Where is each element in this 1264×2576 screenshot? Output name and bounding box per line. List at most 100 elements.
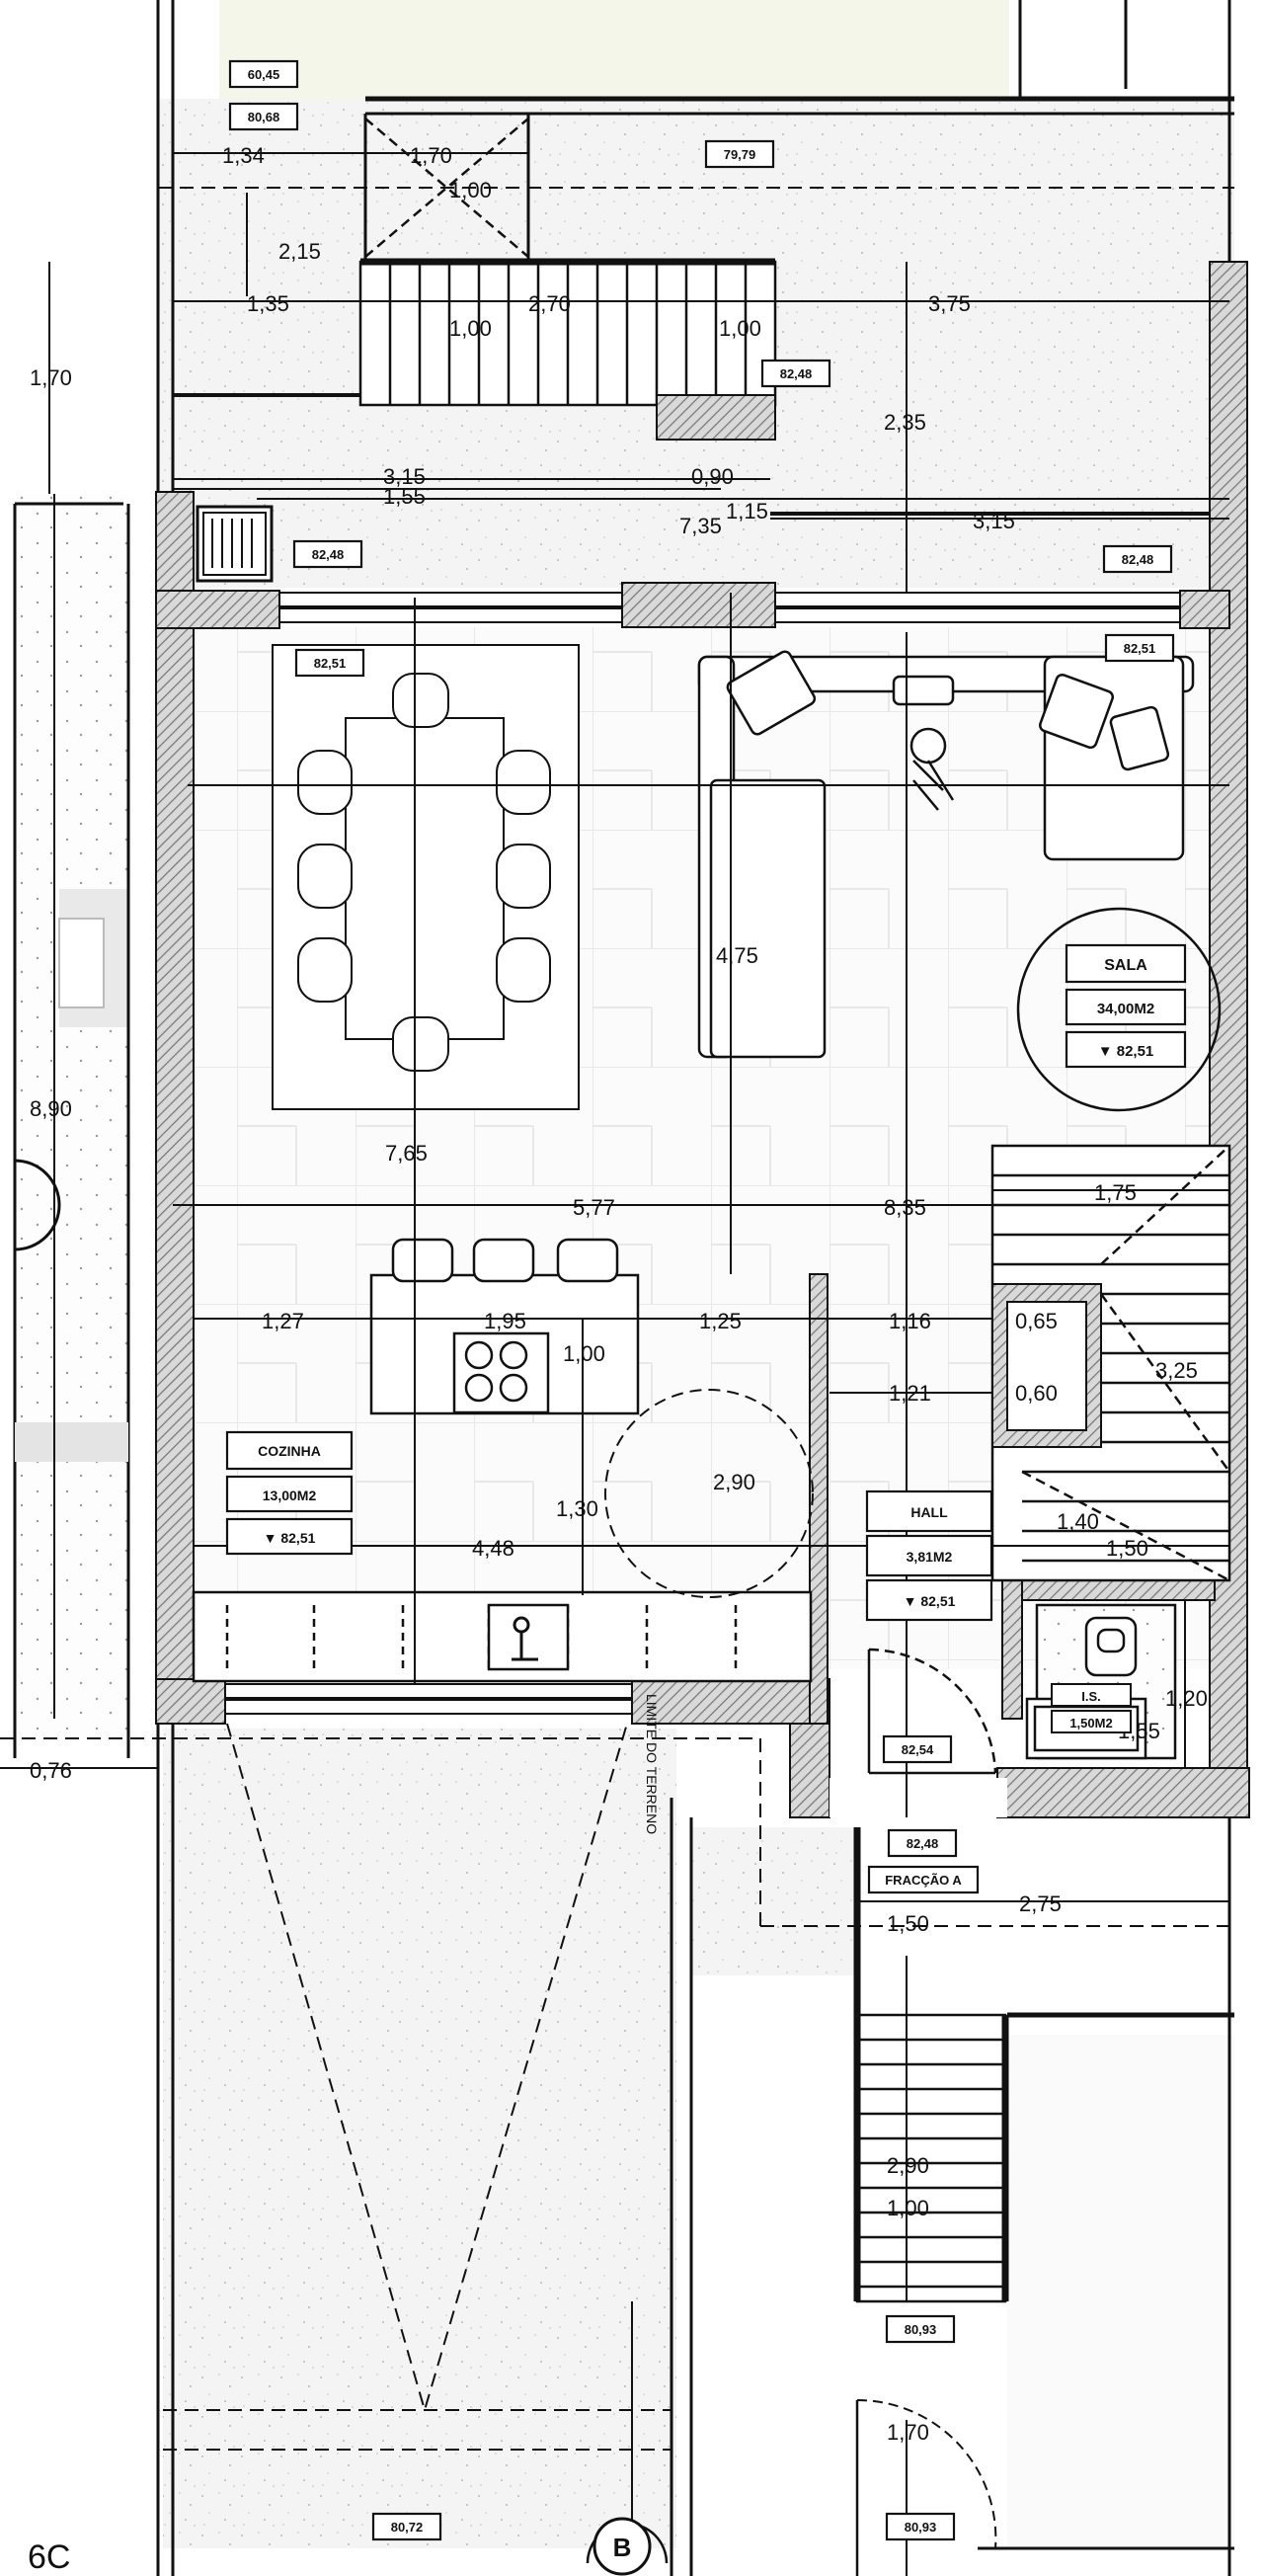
level-tag-landing: 82,48: [760, 359, 831, 388]
dining-chairs: [297, 673, 551, 1072]
dining-table: [272, 644, 580, 1110]
level-tag-terrace-left: 82,48: [292, 539, 363, 569]
svg-text:82,54: 82,54: [902, 1742, 934, 1757]
dim-1-70-b: 1,70: [30, 365, 72, 390]
dim-1-50-b: 1,50: [887, 1911, 929, 1936]
sala-level: ▼ 82,51: [1098, 1043, 1154, 1060]
stair-lower: [853, 1827, 1009, 2303]
dimension-lines: [0, 152, 1229, 2576]
garage-floor: [163, 1729, 676, 2548]
level-tag-top-left-b: 80,68: [228, 102, 299, 131]
ac-unit-icon: [196, 505, 274, 583]
dim-7-35: 7,35: [679, 514, 722, 538]
level-tag-entrance: 82,48: [887, 1828, 958, 1858]
dim-0-76: 0,76: [30, 1758, 72, 1783]
dim-1-00-e: 1,00: [887, 2196, 929, 2220]
svg-text:60,45: 60,45: [248, 67, 280, 82]
dim-1-21: 1,21: [889, 1381, 931, 1406]
room-label-cozinha: COZINHA 13,00M2 ▼ 82,51: [225, 1430, 354, 1556]
dim-1-70-a: 1,70: [410, 143, 452, 168]
svg-text:82,51: 82,51: [314, 656, 347, 671]
sofa: [697, 650, 1195, 1059]
dim-1-50-a: 1,50: [1106, 1536, 1148, 1561]
dim-1-95: 1,95: [484, 1309, 526, 1333]
dim-3-15-b: 3,15: [973, 509, 1015, 533]
level-tag-terrace: 79,79: [704, 139, 775, 169]
dim-1-27: 1,27: [262, 1309, 304, 1333]
dim-8-90: 8,90: [30, 1096, 72, 1121]
sala-area: 34,00M2: [1097, 1001, 1154, 1017]
dim-4-48: 4,48: [472, 1536, 514, 1561]
garage: [163, 1723, 672, 2529]
cozinha-name: COZINHA: [258, 1443, 321, 1459]
svg-text:79,79: 79,79: [724, 147, 756, 162]
level-tag-living: 82,51: [1104, 633, 1175, 663]
dim-2-90-b: 2,90: [887, 2153, 929, 2178]
kitchen-counter: [192, 1590, 813, 1683]
garden-arc: [14, 918, 128, 1462]
dim-1-00-a: 1,00: [449, 178, 492, 202]
level-tag-bottom: 80,93: [885, 2512, 956, 2541]
marker-label: B: [613, 2533, 632, 2562]
kitchen-island: [369, 1238, 640, 1415]
section-marker: 6C: [28, 2538, 70, 2576]
hall-level: ▼ 82,51: [904, 1593, 956, 1609]
dim-7-65: 7,65: [385, 1141, 428, 1166]
dim-1-16: 1,16: [889, 1309, 931, 1333]
dim-1-00-d: 1,00: [563, 1341, 605, 1366]
dim-4-75: 4,75: [716, 943, 758, 968]
dim-1-15: 1,15: [726, 499, 768, 523]
level-tag-hall-door: 82,54: [882, 1734, 953, 1764]
svg-text:82,48: 82,48: [1122, 552, 1154, 567]
svg-text:82,48: 82,48: [907, 1836, 939, 1851]
dim-0-90: 0,90: [691, 464, 734, 489]
door-swing-kitchen: [604, 1389, 814, 1598]
cozinha-area: 13,00M2: [263, 1488, 317, 1503]
hall-name: HALL: [910, 1504, 948, 1520]
dim-1-30: 1,30: [556, 1496, 598, 1521]
svg-text:80,72: 80,72: [391, 2520, 424, 2535]
level-tag-top-left-a: 60,45: [228, 59, 299, 89]
side-garden: [15, 494, 128, 1738]
dim-1-34: 1,34: [222, 143, 265, 168]
svg-text:82,51: 82,51: [1124, 641, 1156, 656]
dim-3-25: 3,25: [1155, 1358, 1198, 1383]
svg-text:80,93: 80,93: [905, 2322, 937, 2337]
dim-1-00-b: 1,00: [449, 316, 492, 341]
column-upper: [656, 394, 776, 441]
level-tag-terrace-right: 82,48: [1102, 544, 1173, 574]
dim-5-77: 5,77: [573, 1195, 615, 1220]
svg-text:FRACÇÃO A: FRACÇÃO A: [885, 1873, 962, 1888]
sala-circle: [1016, 907, 1222, 1112]
svg-text:82,48: 82,48: [312, 547, 345, 562]
sink-icon: [512, 1616, 538, 1661]
door-swing-entrance: [867, 1648, 997, 1775]
room-label-wc: I.S. 1,50M2: [1051, 1683, 1132, 1733]
dim-8-35: 8,35: [884, 1195, 926, 1220]
dim-2-70: 2,70: [528, 291, 571, 316]
svg-text:82,48: 82,48: [780, 366, 813, 381]
level-tag-garage: 80,72: [371, 2512, 442, 2541]
level-tag-stair-bottom: 80,93: [885, 2314, 956, 2344]
wc-name: I.S.: [1081, 1689, 1101, 1704]
dim-0-60: 0,60: [1015, 1381, 1058, 1406]
dim-1-00-c: 1,00: [719, 316, 761, 341]
circle-marker: B: [592, 2517, 652, 2576]
dim-3-75-a: 3,75: [928, 291, 971, 316]
hall-area: 3,81M2: [907, 1549, 953, 1565]
wc-area: 1,50M2: [1069, 1716, 1112, 1731]
level-tags: 60,45 80,68 79,79 82,48 82,48 82,48 82,5…: [228, 59, 1175, 2541]
windows: [224, 592, 1181, 1715]
dimension-labels: 1,34 1,70 1,00 2,15 1,35 2,70 1,00 1,00 …: [30, 143, 1208, 2445]
dim-2-15: 2,15: [278, 239, 321, 264]
dim-1-25: 1,25: [699, 1309, 742, 1333]
fraction-tag: FRACÇÃO A: [867, 1865, 980, 1894]
cozinha-level: ▼ 82,51: [264, 1530, 316, 1546]
dim-1-20: 1,20: [1165, 1686, 1208, 1711]
dim-1-70-c: 1,70: [887, 2420, 929, 2445]
door-swing-lower: [855, 2398, 997, 2576]
dim-1-35: 1,35: [247, 291, 289, 316]
stair-upper: [358, 118, 777, 407]
sala-name: SALA: [1104, 957, 1147, 974]
dim-1-55: 1,55: [383, 484, 426, 509]
